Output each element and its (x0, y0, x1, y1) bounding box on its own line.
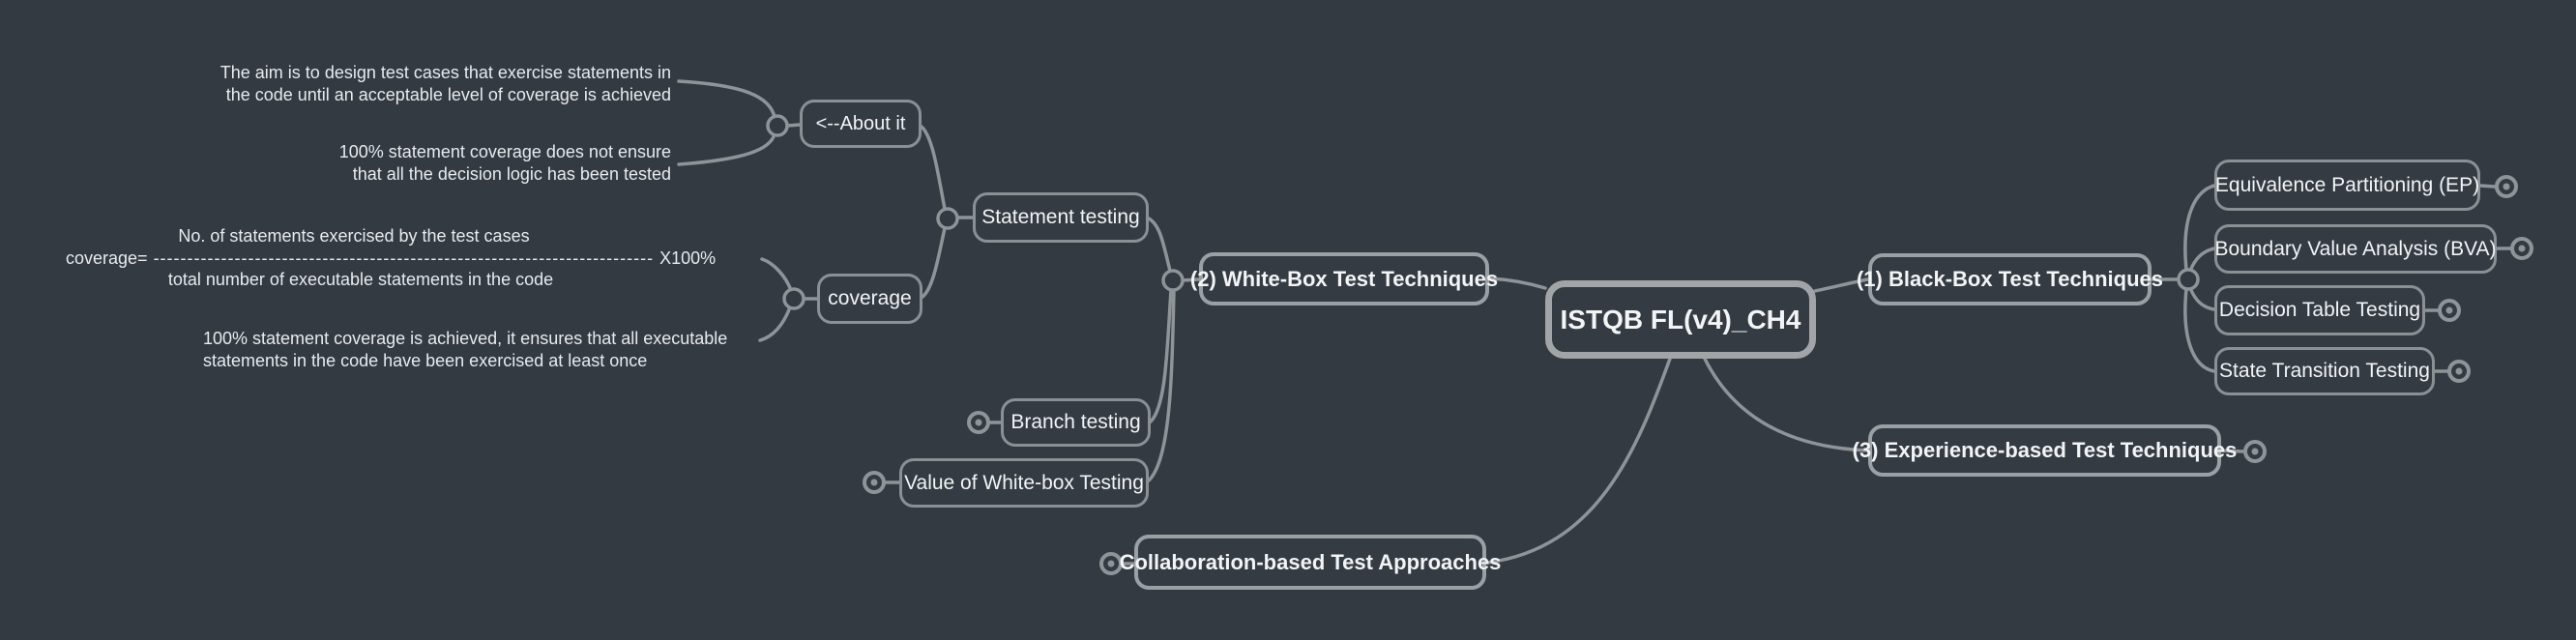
note-not-ensure[interactable]: 100% statement coverage does not ensure … (339, 141, 671, 186)
connector-junction-dtt (2188, 286, 2216, 311)
note-formula-bar[interactable]: coverage= ------------------------------… (66, 247, 716, 270)
collapse-indicator-experience-icon[interactable] (2243, 440, 2267, 463)
node-equivalence-partitioning[interactable]: Equivalence Partitioning (EP) (2214, 160, 2480, 211)
note-formula-denominator: total number of executable statements in… (167, 270, 554, 289)
collapse-indicator-dtt-icon[interactable] (2438, 299, 2461, 322)
node-value-of-whitebox-testing[interactable]: Value of White-box Testing (899, 458, 1149, 508)
connector-junction-statement (1147, 217, 1172, 273)
connector-junction-notensure-note (677, 132, 776, 166)
node-boundary-value-analysis[interactable]: Boundary Value Analysis (BVA) (2214, 224, 2497, 274)
connector-whitebox-junction-stub (1181, 277, 1201, 282)
connector-central-whitebox (1487, 276, 1547, 290)
connector-junction-aim-note (677, 79, 776, 119)
junction-coverage-icon (782, 287, 805, 310)
collapse-indicator-value-icon[interactable] (863, 471, 886, 494)
connector-central-experience (1703, 357, 1870, 452)
note-not-ensure-line1: 100% statement coverage does not ensure (338, 142, 671, 161)
note-achieved-line2: statements in the code have been exercis… (203, 351, 648, 370)
connector-junction-ep (2183, 184, 2216, 272)
branch-junctions (766, 114, 2200, 310)
node-blackbox-techniques[interactable]: (1) Black-Box Test Techniques (1857, 253, 2163, 305)
note-not-ensure-line2: that all the decision logic has been tes… (352, 164, 671, 184)
note-aim[interactable]: The aim is to design test cases that exe… (220, 62, 671, 106)
node-experience-based-techniques[interactable]: (3) Experience-based Test Techniques (1853, 424, 2237, 477)
formula-lhs: coverage= (66, 248, 148, 268)
node-root[interactable]: ISTQB FL(v4)_CH4 (1545, 280, 1816, 359)
connector-junction-bva (2188, 247, 2216, 273)
collapse-indicator-ep-icon[interactable] (2495, 175, 2518, 198)
formula-fraction-line: ----------------------------------------… (153, 248, 655, 268)
collapse-indicator-collab-icon[interactable] (1099, 552, 1123, 575)
node-collaboration-based-approaches[interactable]: Collaboration-based Test Approaches (1120, 535, 1501, 590)
stub-ep-indicator (2478, 184, 2497, 189)
connector-junction-formula-note (760, 257, 793, 292)
connector-central-collab (1485, 357, 1672, 565)
note-achieved-line1: 100% statement coverage is achieved, it … (203, 329, 728, 348)
connector-junction-achieved-note (758, 305, 792, 342)
note-aim-line2: the code until an acceptable level of co… (225, 85, 671, 104)
collapse-indicator-stt-icon[interactable] (2447, 360, 2471, 383)
node-about-it[interactable]: <--About it (800, 100, 922, 148)
note-formula-numerator: No. of statements exercised by the test … (178, 226, 530, 246)
node-decision-table-testing[interactable]: Decision Table Testing (2214, 285, 2425, 335)
connector-about-junction-stub (785, 123, 802, 128)
node-whitebox-techniques[interactable]: (2) White-Box Test Techniques (1190, 252, 1498, 305)
collapse-indicator-bva-icon[interactable] (2510, 237, 2533, 260)
junction-blackbox-icon (2177, 268, 2200, 291)
node-branch-testing[interactable]: Branch testing (1001, 398, 1151, 447)
junction-about-icon (766, 114, 789, 137)
connector-junction-about (920, 125, 947, 211)
note-aim-line1: The aim is to design test cases that exe… (220, 63, 671, 82)
node-state-transition-testing[interactable]: State Transition Testing (2214, 347, 2435, 395)
collapse-indicators (863, 175, 2533, 575)
node-statement-testing[interactable]: Statement testing (973, 192, 1149, 243)
junction-whitebox-icon (1161, 269, 1185, 292)
connectors (677, 79, 2512, 566)
note-achieved[interactable]: 100% statement coverage is achieved, it … (203, 328, 727, 372)
connector-central-blackbox (1813, 277, 1870, 293)
collapse-indicator-branch-icon[interactable] (967, 411, 990, 434)
formula-rhs: X100% (659, 248, 717, 268)
connector-junction-branch (1149, 288, 1173, 423)
connector-junction-stt (2183, 287, 2216, 373)
node-coverage[interactable]: coverage (817, 274, 922, 324)
junction-statement-icon (936, 207, 959, 230)
connector-junction-coverage (921, 226, 947, 299)
connector-junction-value (1147, 288, 1176, 482)
